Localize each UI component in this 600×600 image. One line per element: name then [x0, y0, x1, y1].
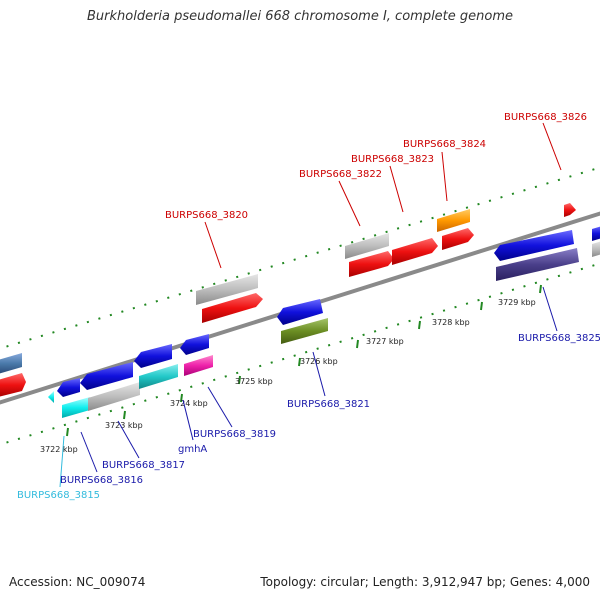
gene-gmhA-magenta[interactable]	[184, 355, 213, 376]
gene-3822-gray[interactable]	[345, 233, 389, 259]
label-burps668-3824[interactable]: BURPS668_3824	[403, 139, 486, 150]
gene-3817-teal[interactable]	[139, 364, 178, 389]
tick-marks	[66, 284, 542, 437]
label-burps668-3817[interactable]: BURPS668_3817	[102, 460, 185, 471]
gene-3824-orange[interactable]	[437, 209, 470, 232]
leader-3822	[338, 180, 361, 227]
gene-3815-cyan-tip[interactable]	[48, 391, 54, 403]
gene-3821-olive[interactable]	[281, 318, 328, 344]
tick-label: 3723 kbp	[105, 421, 143, 430]
gene-3820-red[interactable]	[202, 293, 263, 323]
leader-3823	[389, 165, 404, 213]
leader-3824	[441, 151, 448, 202]
tick-label: 3722 kbp	[40, 445, 78, 454]
leader-3825	[542, 286, 558, 332]
label-burps668-3825[interactable]: BURPS668_3825	[518, 333, 600, 344]
tick-label: 3724 kbp	[170, 399, 208, 408]
lower-dotted-track	[0, 262, 600, 446]
gene-3826-red[interactable]	[564, 203, 576, 217]
label-burps668-3823[interactable]: BURPS668_3823	[351, 154, 434, 165]
leader-3817	[117, 420, 140, 459]
tick-label: 3727 kbp	[366, 337, 404, 346]
gene-3822-red[interactable]	[349, 251, 394, 277]
gene-right-edge-gray[interactable]	[592, 241, 600, 257]
leader-gmhA	[182, 399, 194, 441]
gene-left-edge-steel[interactable]	[0, 353, 22, 374]
accession-text: Accession: NC_009074	[9, 575, 146, 589]
leader-3821	[312, 351, 326, 397]
tick-label: 3726 kbp	[300, 357, 338, 366]
label-burps668-3820[interactable]: BURPS668_3820	[165, 210, 248, 221]
tick-label: 3729 kbp	[498, 298, 536, 307]
gene-3824-red[interactable]	[442, 228, 474, 250]
tick-label: 3728 kbp	[432, 318, 470, 327]
gene-3825-blue[interactable]	[494, 230, 574, 261]
gene-3817-blue-b[interactable]	[134, 344, 172, 368]
label-burps668-3815[interactable]: BURPS668_3815	[17, 490, 100, 501]
gene-right-edge-blue[interactable]	[592, 226, 600, 241]
gene-3816-gray[interactable]	[88, 382, 140, 411]
leader-3815	[59, 435, 65, 488]
label-gmha[interactable]: gmhA	[178, 444, 207, 455]
gene-gmhA-blue[interactable]	[180, 334, 209, 355]
label-burps668-3821[interactable]: BURPS668_3821	[287, 399, 370, 410]
gene-3816-blue[interactable]	[57, 378, 80, 397]
gene-3825-navy[interactable]	[496, 248, 579, 281]
gene-3820-gray[interactable]	[196, 274, 258, 305]
label-burps668-3822[interactable]: BURPS668_3822	[299, 169, 382, 180]
gene-3823-red[interactable]	[392, 238, 438, 265]
gene-3815-cyan[interactable]	[62, 397, 90, 418]
label-burps668-3819[interactable]: BURPS668_3819	[193, 429, 276, 440]
gene-left-edge-red[interactable]	[0, 373, 26, 397]
gene-3817-blue[interactable]	[80, 362, 133, 390]
label-burps668-3816[interactable]: BURPS668_3816	[60, 475, 143, 486]
gene-3821-blue[interactable]	[277, 299, 323, 325]
map-title: Burkholderia pseudomallei 668 chromosome…	[86, 9, 514, 24]
leader-3820	[204, 221, 222, 269]
leader-3826	[542, 122, 562, 171]
tick-label: 3725 kbp	[235, 377, 273, 386]
label-burps668-3826[interactable]: BURPS668_3826	[504, 112, 587, 123]
leader-3816	[80, 431, 98, 473]
leader-3819	[207, 386, 233, 428]
genome-summary-text: Topology: circular; Length: 3,912,947 bp…	[260, 575, 590, 589]
